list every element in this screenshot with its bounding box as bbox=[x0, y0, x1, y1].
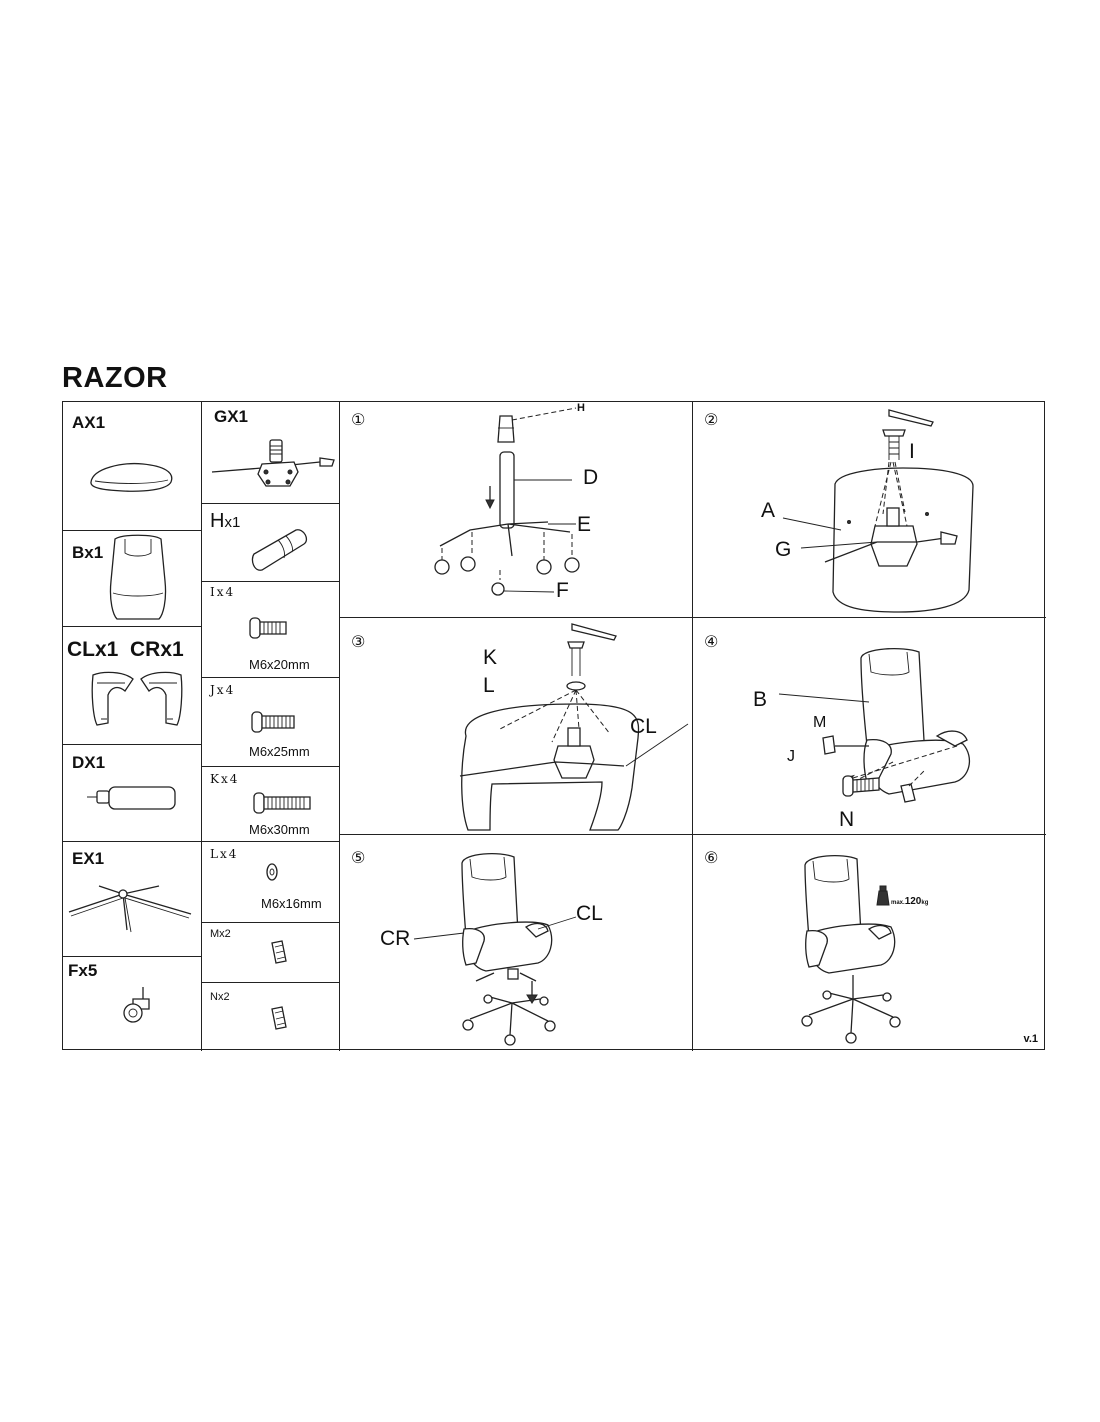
step-1-panel: ① H D E F bbox=[340, 402, 693, 618]
step-1-number: ① bbox=[351, 410, 366, 429]
bolt-m6x20-illustration bbox=[249, 617, 287, 639]
step-1-callout-d: D bbox=[583, 466, 599, 489]
part-e-label: EX1 bbox=[72, 849, 105, 868]
part-m-label: Mx2 bbox=[210, 928, 231, 940]
part-g-cell: GX1 bbox=[202, 402, 340, 504]
step-3-number: ③ bbox=[351, 632, 366, 651]
step-6-panel: ⑥ max.120kg v.1 bbox=[693, 835, 1046, 1051]
part-h-cell: Hx1 bbox=[202, 504, 340, 582]
step-5-callout-cr: CR bbox=[380, 927, 411, 950]
part-h-count: x1 bbox=[224, 514, 241, 531]
step-4-callout-j: J bbox=[787, 748, 795, 765]
spacer-n-illustration bbox=[271, 1006, 287, 1030]
step-3-callout-k: K bbox=[483, 646, 498, 669]
step-4-callout-m: M bbox=[813, 714, 827, 731]
step-2-panel: ② I A G bbox=[693, 402, 1046, 618]
part-d-cell: DX1 bbox=[63, 745, 202, 842]
document-title: RAZOR bbox=[62, 362, 168, 394]
armrests-part-illustration bbox=[91, 671, 183, 726]
step-3-callout-l: L bbox=[483, 674, 495, 697]
part-b-label: Bx1 bbox=[72, 543, 104, 562]
step-6-diagram bbox=[801, 854, 901, 1044]
bolt-m6x30-illustration bbox=[253, 792, 311, 814]
step-4-number: ④ bbox=[704, 632, 719, 651]
step-1-callout-e: E bbox=[577, 513, 592, 536]
max-load-label: max.120kg bbox=[891, 891, 928, 909]
part-l-cell: Lx4 M6x16mm bbox=[202, 842, 340, 923]
part-j-cell: Jx4 M6x25mm bbox=[202, 678, 340, 767]
step-4-callout-n: N bbox=[839, 808, 855, 831]
step-1-diagram bbox=[434, 407, 580, 596]
step-2-callout-a: A bbox=[761, 499, 776, 522]
max-load-prefix: max. bbox=[891, 900, 905, 906]
part-i-size: M6x20mm bbox=[249, 657, 310, 672]
backrest-part-illustration bbox=[109, 534, 167, 620]
caster-part-illustration bbox=[123, 987, 150, 1023]
part-n-cell: Nx2 bbox=[202, 983, 340, 1051]
max-load-value: 120 bbox=[904, 896, 922, 907]
step-5-callout-cl: CL bbox=[576, 902, 603, 925]
step-1-callout-f: F bbox=[556, 579, 569, 602]
star-base-part-illustration bbox=[68, 885, 192, 933]
version-label: v.1 bbox=[1023, 1033, 1038, 1045]
step-6-number: ⑥ bbox=[704, 848, 719, 867]
part-g-label: GX1 bbox=[214, 407, 249, 426]
washer-m6x16-illustration bbox=[266, 863, 278, 881]
part-e-cell: EX1 bbox=[63, 842, 202, 957]
step-3-diagram bbox=[459, 623, 689, 831]
part-a-cell: AX1 bbox=[63, 402, 202, 531]
part-j-size: M6x25mm bbox=[249, 744, 310, 759]
spacer-m-illustration bbox=[271, 940, 287, 964]
part-k-size: M6x30mm bbox=[249, 822, 310, 837]
part-cl-cr-cell: CLx1 CRx1 bbox=[63, 627, 202, 745]
part-m-cell: Mx2 bbox=[202, 923, 340, 983]
part-n-label: Nx2 bbox=[210, 991, 230, 1003]
gas-lift-part-illustration bbox=[87, 786, 176, 810]
part-b-cell: Bx1 bbox=[63, 531, 202, 627]
step-5-diagram bbox=[413, 852, 577, 1046]
gas-cover-part-illustration bbox=[251, 529, 308, 571]
step-2-callout-g: G bbox=[775, 538, 792, 561]
part-a-label: AX1 bbox=[72, 413, 106, 432]
part-j-label: Jx4 bbox=[210, 683, 236, 697]
part-k-cell: Kx4 M6x30mm bbox=[202, 767, 340, 842]
part-h-label: Hx1 bbox=[210, 510, 240, 533]
step-2-number: ② bbox=[704, 410, 719, 429]
step-2-callout-i: I bbox=[909, 440, 915, 463]
step-3-callout-cl: CL bbox=[630, 715, 657, 738]
assembly-sheet: AX1 Bx1 CLx1 CRx1 DX1 EX1 bbox=[62, 401, 1046, 1051]
part-l-size: M6x16mm bbox=[261, 896, 322, 911]
part-f-cell: Fx5 bbox=[63, 957, 202, 1051]
step-4-callout-b: B bbox=[753, 688, 768, 711]
mechanism-part-illustration bbox=[211, 439, 335, 487]
part-cl-cr-label: CLx1 CRx1 bbox=[67, 638, 184, 661]
part-h-letter: H bbox=[210, 510, 225, 532]
part-i-label: Ix4 bbox=[210, 585, 236, 599]
step-5-panel: ⑤ CL CR bbox=[340, 835, 693, 1051]
step-4-diagram bbox=[778, 648, 971, 803]
bolt-m6x25-illustration bbox=[251, 711, 295, 733]
part-i-cell: Ix4 M6x20mm bbox=[202, 582, 340, 678]
max-load-unit: kg bbox=[921, 900, 929, 906]
seat-part-illustration bbox=[90, 462, 173, 492]
part-k-label: Kx4 bbox=[210, 772, 240, 786]
step-3-panel: ③ K L CL bbox=[340, 618, 693, 835]
step-2-diagram bbox=[782, 409, 974, 613]
part-l-label: Lx4 bbox=[210, 847, 239, 861]
step-4-panel: ④ B M J N bbox=[693, 618, 1046, 835]
step-1-callout-h: H bbox=[577, 402, 585, 414]
part-f-label: Fx5 bbox=[68, 961, 98, 980]
step-5-number: ⑤ bbox=[351, 848, 366, 867]
part-d-label: DX1 bbox=[72, 753, 106, 772]
